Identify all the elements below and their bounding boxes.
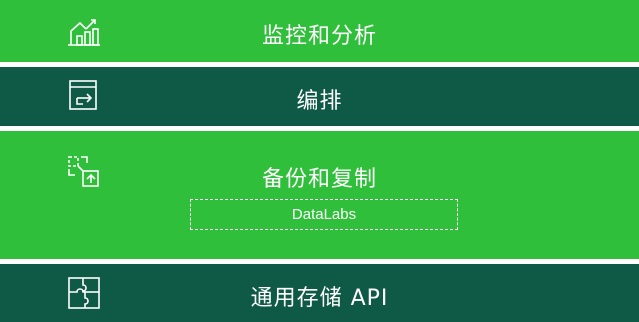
layer-label: 通用存储 API: [250, 286, 389, 311]
layer-orchestration[interactable]: 编排: [0, 67, 639, 126]
chart-house-icon: [65, 12, 103, 50]
layer-label: 备份和复制: [261, 167, 377, 192]
layer-storage-api[interactable]: 通用存储 API: [0, 264, 639, 322]
orchestration-icon: [65, 77, 103, 115]
replicate-icon: [65, 153, 103, 191]
datalabs-badge[interactable]: DataLabs: [190, 199, 458, 230]
layer-monitoring-analytics[interactable]: 监控和分析: [0, 0, 639, 62]
puzzle-icon: [65, 274, 103, 312]
layer-label: 编排: [296, 89, 343, 114]
layer-backup-replication[interactable]: 备份和复制 DataLabs: [0, 131, 639, 259]
layer-label: 监控和分析: [261, 24, 377, 49]
